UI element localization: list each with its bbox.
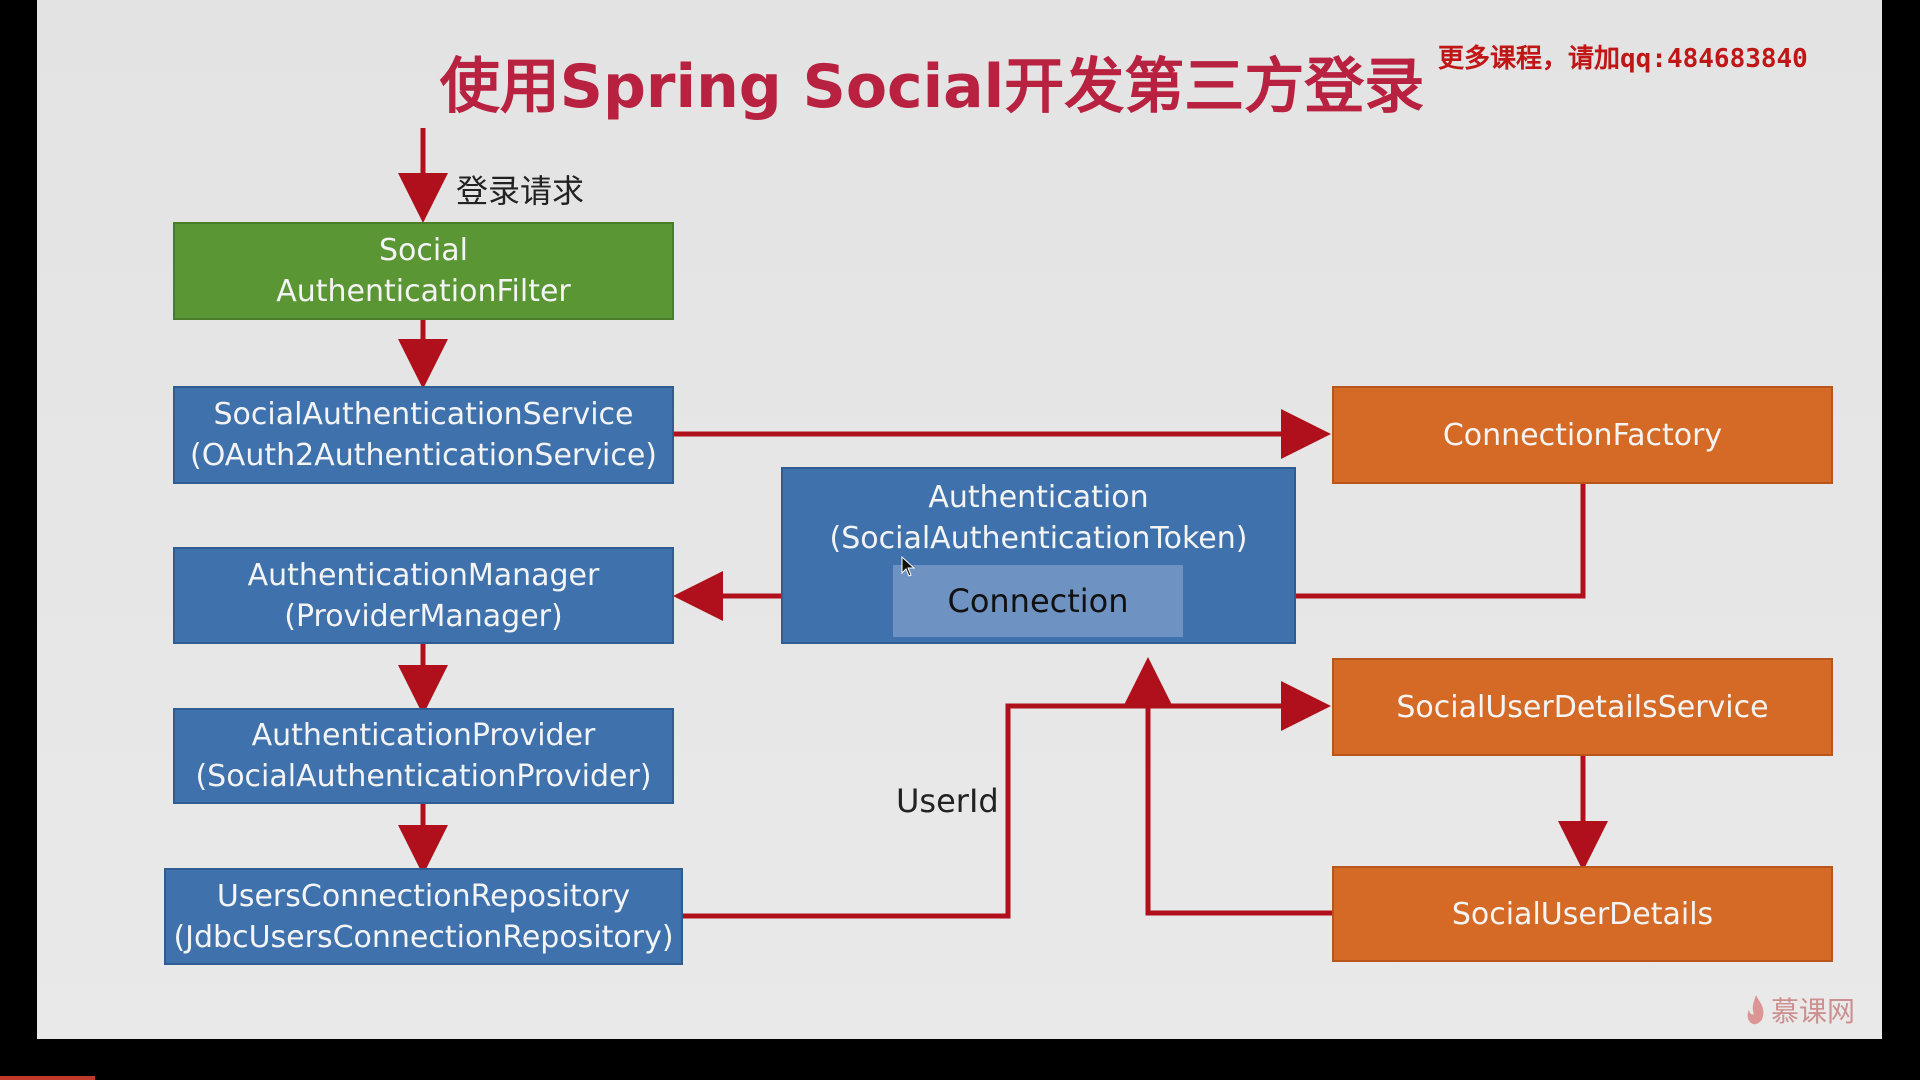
slide-title: 使用Spring Social开发第三方登录 [439,52,1425,122]
social-auth-service-line1: SocialAuthenticationService [213,397,634,432]
mouse-pointer-icon [901,556,916,577]
social-auth-service-line2: (OAuth2AuthenticationService) [190,438,657,473]
userid-label: UserId [896,782,999,820]
authentication-line2: (SocialAuthenticationToken) [829,521,1248,556]
auth-manager-line2: (ProviderManager) [284,598,563,634]
brand-logo: 慕课网 [1745,990,1855,1030]
authentication-token-box: Authentication (SocialAuthenticationToke… [781,467,1296,644]
connection-factory-label: ConnectionFactory [1442,417,1723,453]
connection-factory-box: ConnectionFactory [1332,386,1833,484]
auth-manager-line1: AuthenticationManager [247,557,600,593]
progress-bar-fragment [0,1076,95,1080]
auth-provider-line1: AuthenticationProvider [251,718,596,753]
connection-box: Connection [893,565,1183,637]
flame-icon [1747,995,1764,1025]
auth-provider-line2: (SocialAuthenticationProvider) [195,759,652,794]
brand-logo-text: 慕课网 [1771,995,1856,1028]
social-authentication-service-box: SocialAuthenticationService (OAuth2Authe… [173,386,674,484]
social-user-details-service-label: SocialUserDetailsService [1396,689,1769,725]
social-user-details-label: SocialUserDetails [1451,896,1714,932]
login-request-label: 登录请求 [456,172,585,210]
social-filter-line1: Social [379,233,468,268]
users-conn-repo-line2: (JdbcUsersConnectionRepository) [173,919,674,955]
social-user-details-box: SocialUserDetails [1332,866,1833,962]
authentication-line1: Authentication [928,480,1149,515]
social-authentication-filter-box: Social AuthenticationFilter [173,222,674,320]
social-user-details-service-box: SocialUserDetailsService [1332,658,1833,756]
social-filter-line2: AuthenticationFilter [276,274,571,309]
authentication-manager-box: AuthenticationManager (ProviderManager) [173,547,674,644]
authentication-provider-box: AuthenticationProvider (SocialAuthentica… [173,708,674,804]
users-conn-repo-line1: UsersConnectionRepository [216,878,631,914]
promo-text: 更多课程，请加qq:484683840 [1438,44,1808,74]
users-connection-repository-box: UsersConnectionRepository (JdbcUsersConn… [164,868,683,965]
